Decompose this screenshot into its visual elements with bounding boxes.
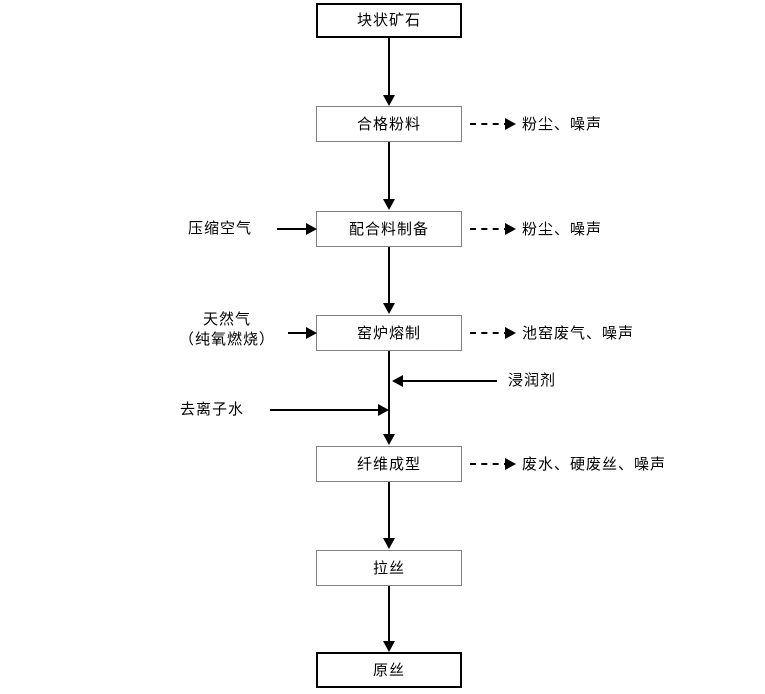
emission-line-qualified-powder bbox=[470, 123, 510, 125]
process-node-furnace-melt[interactable]: 窑炉熔制 bbox=[316, 315, 462, 351]
input-label-sizing-agent: 浸润剂 bbox=[508, 371, 556, 391]
input-label-deionized-water: 去离子水 bbox=[180, 400, 244, 420]
arrowhead-right-deionized-water bbox=[378, 404, 389, 416]
process-node-raw-ore[interactable]: 块状矿石 bbox=[316, 3, 462, 38]
arrowhead-down-to-qualified-powder bbox=[383, 95, 395, 106]
input-label-line1: 压缩空气 bbox=[188, 220, 253, 237]
input-line-compressed-air bbox=[277, 228, 310, 230]
process-node-batch-prep[interactable]: 配合料制备 bbox=[316, 211, 462, 247]
process-node-label: 块状矿石 bbox=[356, 12, 421, 29]
arrowhead-right-emission-fiber-forming bbox=[505, 458, 516, 470]
emission-line-fiber-forming bbox=[470, 463, 510, 465]
connector-qualified-powder-to-batch-prep bbox=[388, 142, 390, 202]
input-label-compressed-air: 压缩空气 bbox=[188, 219, 252, 239]
arrowhead-down-to-drawing bbox=[383, 538, 395, 549]
arrowhead-right-emission-qualified-powder bbox=[505, 118, 516, 130]
emission-label-fiber-forming: 废水、硬废丝、噪声 bbox=[522, 456, 667, 473]
connector-batch-prep-to-furnace-melt bbox=[388, 247, 390, 305]
input-line-deionized-water bbox=[270, 409, 382, 411]
process-node-label: 配合料制备 bbox=[348, 220, 429, 238]
connector-furnace-melt-to-fiber-forming bbox=[388, 351, 390, 435]
arrowhead-down-to-fiber-forming bbox=[383, 434, 395, 445]
arrowhead-right-emission-batch-prep bbox=[505, 223, 516, 235]
arrowhead-down-to-furnace-melt bbox=[383, 303, 395, 314]
input-label-line1: 天然气 bbox=[202, 311, 251, 328]
input-label-line2: （纯氧燃烧） bbox=[178, 331, 275, 348]
process-node-fiber-forming[interactable]: 纤维成型 bbox=[316, 446, 462, 482]
process-node-drawing[interactable]: 拉丝 bbox=[316, 550, 462, 586]
arrowhead-down-to-batch-prep bbox=[383, 199, 395, 210]
connector-drawing-to-raw-yarn bbox=[388, 586, 390, 644]
input-label-line1: 去离子水 bbox=[180, 401, 245, 418]
process-node-label: 纤维成型 bbox=[356, 455, 421, 473]
arrowhead-right-emission-furnace-melt bbox=[505, 327, 516, 339]
arrowhead-right-compressed-air bbox=[306, 223, 317, 235]
emission-label-qualified-powder: 粉尘、噪声 bbox=[522, 116, 603, 133]
process-node-label: 窑炉熔制 bbox=[356, 324, 421, 342]
connector-raw-ore-to-qualified-powder bbox=[388, 38, 390, 97]
input-label-natural-gas: 天然气 （纯氧燃烧） bbox=[172, 310, 282, 350]
arrowhead-down-to-raw-yarn bbox=[383, 641, 395, 652]
process-node-label: 拉丝 bbox=[372, 559, 405, 577]
emission-label-furnace-melt: 池窑废气、噪声 bbox=[522, 325, 635, 342]
process-node-raw-yarn[interactable]: 原丝 bbox=[316, 652, 462, 688]
arrowhead-left-sizing-agent bbox=[392, 375, 403, 387]
process-node-label: 合格粉料 bbox=[356, 115, 421, 133]
emission-label-batch-prep: 粉尘、噪声 bbox=[522, 221, 603, 238]
arrowhead-right-natural-gas bbox=[306, 327, 317, 339]
emission-line-furnace-melt bbox=[470, 332, 510, 334]
process-node-qualified-powder[interactable]: 合格粉料 bbox=[316, 106, 462, 142]
connector-fiber-forming-to-drawing bbox=[388, 482, 390, 539]
input-line-sizing-agent bbox=[401, 380, 497, 382]
process-node-label: 原丝 bbox=[372, 661, 405, 679]
input-label-line1: 浸润剂 bbox=[508, 372, 557, 389]
emission-line-batch-prep bbox=[470, 228, 510, 230]
input-line-natural-gas bbox=[288, 332, 310, 334]
